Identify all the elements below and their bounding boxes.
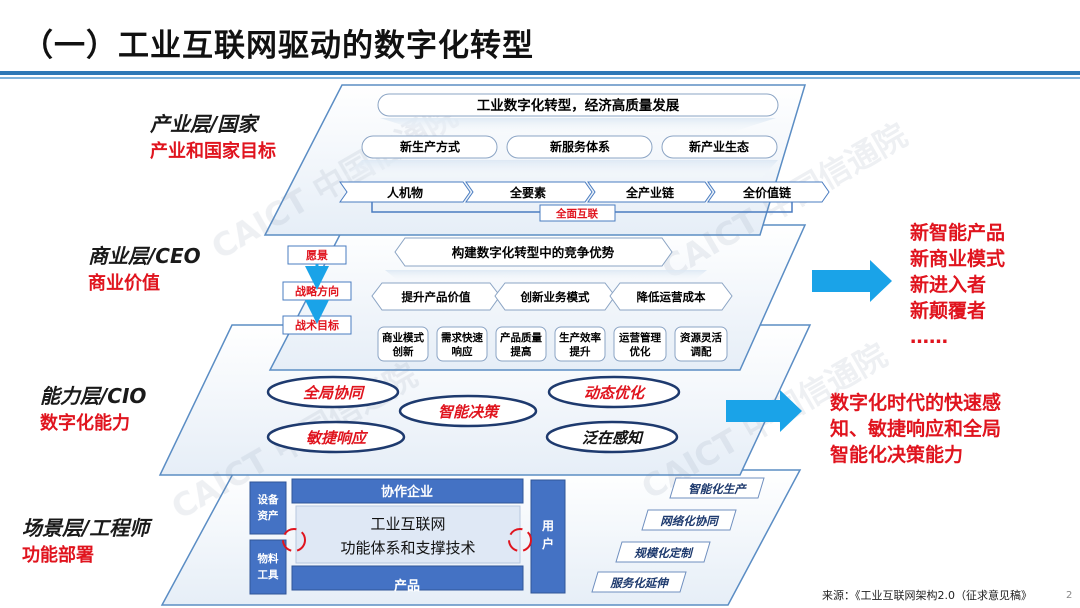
business-bottom-4b: 提升 (570, 345, 591, 358)
scene-user-b: 户 (542, 536, 554, 551)
business-bottom-5a: 运营管理 (619, 331, 661, 344)
industry-element-2: 全要素 (509, 185, 546, 200)
scene-material-b: 工具 (258, 569, 279, 581)
scene-mode-1: 智能化生产 (688, 482, 747, 496)
industry-connect: 全面互联 (555, 207, 598, 220)
industry-mode-3: 新产业生态 (689, 139, 749, 154)
layer-scene-sub: 功能部署 (22, 545, 94, 566)
scene-center-a: 工业互联网 (370, 515, 445, 533)
scene-collab: 协作企业 (381, 484, 433, 500)
scene-user-a: 用 (541, 519, 554, 533)
outcome-2: 新商业模式 (910, 248, 1006, 270)
source-note: 来源：《工业互联网架构2.0（征求意见稿》 (822, 589, 1032, 602)
scene-material-a: 物料 (258, 552, 279, 565)
business-bottom-3a: 产品质量 (500, 331, 542, 344)
title-rule-thin (0, 77, 1080, 79)
layer-capability-name: 能力层/CIO (40, 384, 147, 408)
layer-capability-sub: 数字化能力 (40, 413, 130, 434)
industry-element-3: 全产业链 (625, 185, 675, 200)
business-bottom-6a: 资源灵活 (680, 331, 722, 344)
business-bottom-2b: 响应 (452, 345, 473, 358)
business-bottom-1b: 创新 (392, 345, 414, 358)
scene-equip-a: 设备 (258, 493, 279, 506)
capability-2: 智能决策 (438, 403, 501, 421)
capability-4: 敏捷响应 (306, 429, 369, 447)
capability-note-3: 智能化决策能力 (830, 444, 964, 466)
layer-industry-sub: 产业和国家目标 (150, 141, 276, 162)
layer-business-sub: 商业价值 (88, 273, 160, 294)
business-flow-2: 战略方向 (295, 284, 339, 298)
capability-5: 泛在感知 (582, 429, 644, 447)
cycle-icon-right (508, 528, 532, 552)
business-bottom-4a: 生产效率 (559, 331, 601, 344)
scene-equip-b: 资产 (258, 509, 279, 522)
layer-label-capability: 能力层/CIO 数字化能力 (40, 380, 146, 435)
industry-element-1: 人机物 (387, 185, 423, 200)
business-bottom-1a: 商业模式 (382, 331, 424, 344)
business-layer-content: 愿景 战略方向 战术目标 构建数字化转型中的竞争优势 提升产品价值 创新业务模式… (282, 237, 733, 362)
right-outcomes: 新智能产品 新商业模式 新进入者 新颠覆者 …… (910, 220, 1005, 350)
outcome-1: 新智能产品 (910, 222, 1006, 244)
page-title: （一）工业互联网驱动的数字化转型 (22, 28, 534, 64)
business-mid-3: 降低运营成本 (637, 290, 706, 304)
layer-label-industry: 产业层/国家 产业和国家目标 (150, 108, 276, 163)
layer-scene-name: 场景层/工程师 (22, 516, 150, 540)
scene-layer-content: 协作企业 产品 设备 资产 物料 工具 用 户 工业互联网 功能体系和支撑技术 … (249, 477, 765, 595)
business-flow-1: 愿景 (306, 249, 328, 262)
business-bottom-5b: 优化 (630, 345, 651, 358)
capability-3: 动态优化 (584, 384, 646, 402)
cycle-icon-left (282, 528, 306, 552)
scene-center-b: 功能体系和支撑技术 (340, 539, 475, 557)
business-bottom-2a: 需求快速 (441, 331, 483, 344)
right-capability: 数字化时代的快速感 知、敏捷响应和全局 智能化决策能力 (830, 390, 1001, 468)
capability-note-2: 知、敏捷响应和全局 (830, 418, 1002, 440)
business-flow-3: 战术目标 (295, 318, 339, 332)
arrow-right-icon (812, 260, 892, 302)
page-number: 2 (1066, 590, 1073, 601)
capability-layer-content: 全局协同 智能决策 动态优化 敏捷响应 泛在感知 (266, 375, 681, 454)
business-mid-1: 提升产品价值 (402, 290, 471, 304)
layer-business-name: 商业层/CEO (88, 244, 201, 268)
capability-note-1: 数字化时代的快速感 (830, 392, 1002, 414)
outcome-3: 新进入者 (910, 274, 987, 296)
layer-industry-name: 产业层/国家 (150, 112, 258, 136)
business-bottom-6b: 调配 (691, 345, 712, 358)
business-mid-2: 创新业务模式 (520, 290, 590, 304)
outcome-5: …… (910, 326, 948, 348)
layer-label-business: 商业层/CEO 商业价值 (88, 240, 201, 295)
industry-mode-1: 新生产方式 (400, 139, 460, 154)
business-bottom-3b: 提高 (511, 345, 532, 358)
title-rule (0, 71, 1080, 75)
scene-mode-2: 网络化协同 (660, 514, 720, 528)
industry-top-goal: 工业数字化转型，经济高质量发展 (477, 97, 680, 114)
industry-mode-2: 新服务体系 (550, 139, 610, 154)
scene-mode-3: 规模化定制 (633, 546, 694, 560)
scene-mode-4: 服务化延伸 (609, 576, 670, 590)
scene-product: 产品 (394, 578, 420, 594)
outcome-4: 新颠覆者 (910, 300, 987, 322)
arrow-right-icon-2 (726, 390, 802, 432)
capability-1: 全局协同 (303, 384, 366, 402)
layer-label-scene: 场景层/工程师 功能部署 (22, 512, 149, 567)
business-top: 构建数字化转型中的竞争优势 (452, 245, 615, 260)
industry-layer-content: 工业数字化转型，经济高质量发展 新生产方式 新服务体系 新产业生态 人机物 全要… (339, 93, 830, 222)
industry-element-4: 全价值链 (742, 185, 792, 200)
